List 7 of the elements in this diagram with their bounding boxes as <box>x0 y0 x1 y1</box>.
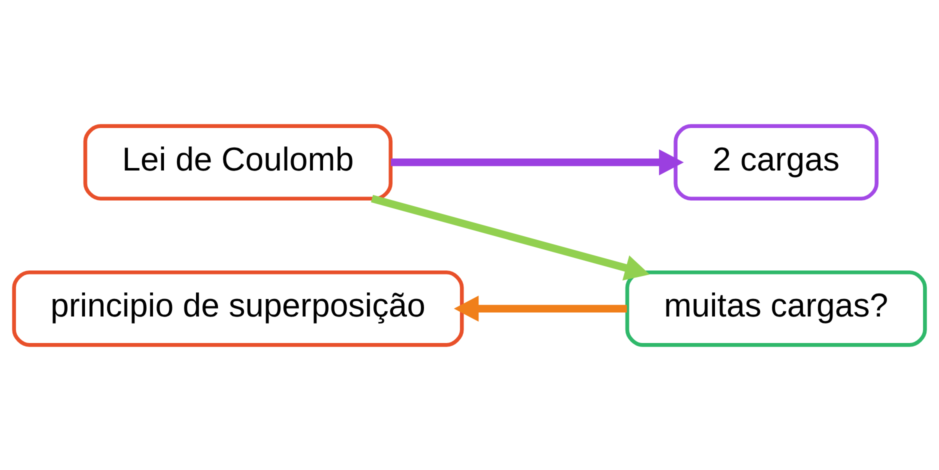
node-box: Lei de Coulomb <box>83 124 393 200</box>
node-box: muitas cargas? <box>625 270 927 346</box>
arrow <box>370 194 650 280</box>
node-box: 2 cargas <box>674 124 879 200</box>
node-box: principio de superposição <box>12 270 464 346</box>
arrow <box>390 148 684 175</box>
arrow <box>454 295 627 322</box>
